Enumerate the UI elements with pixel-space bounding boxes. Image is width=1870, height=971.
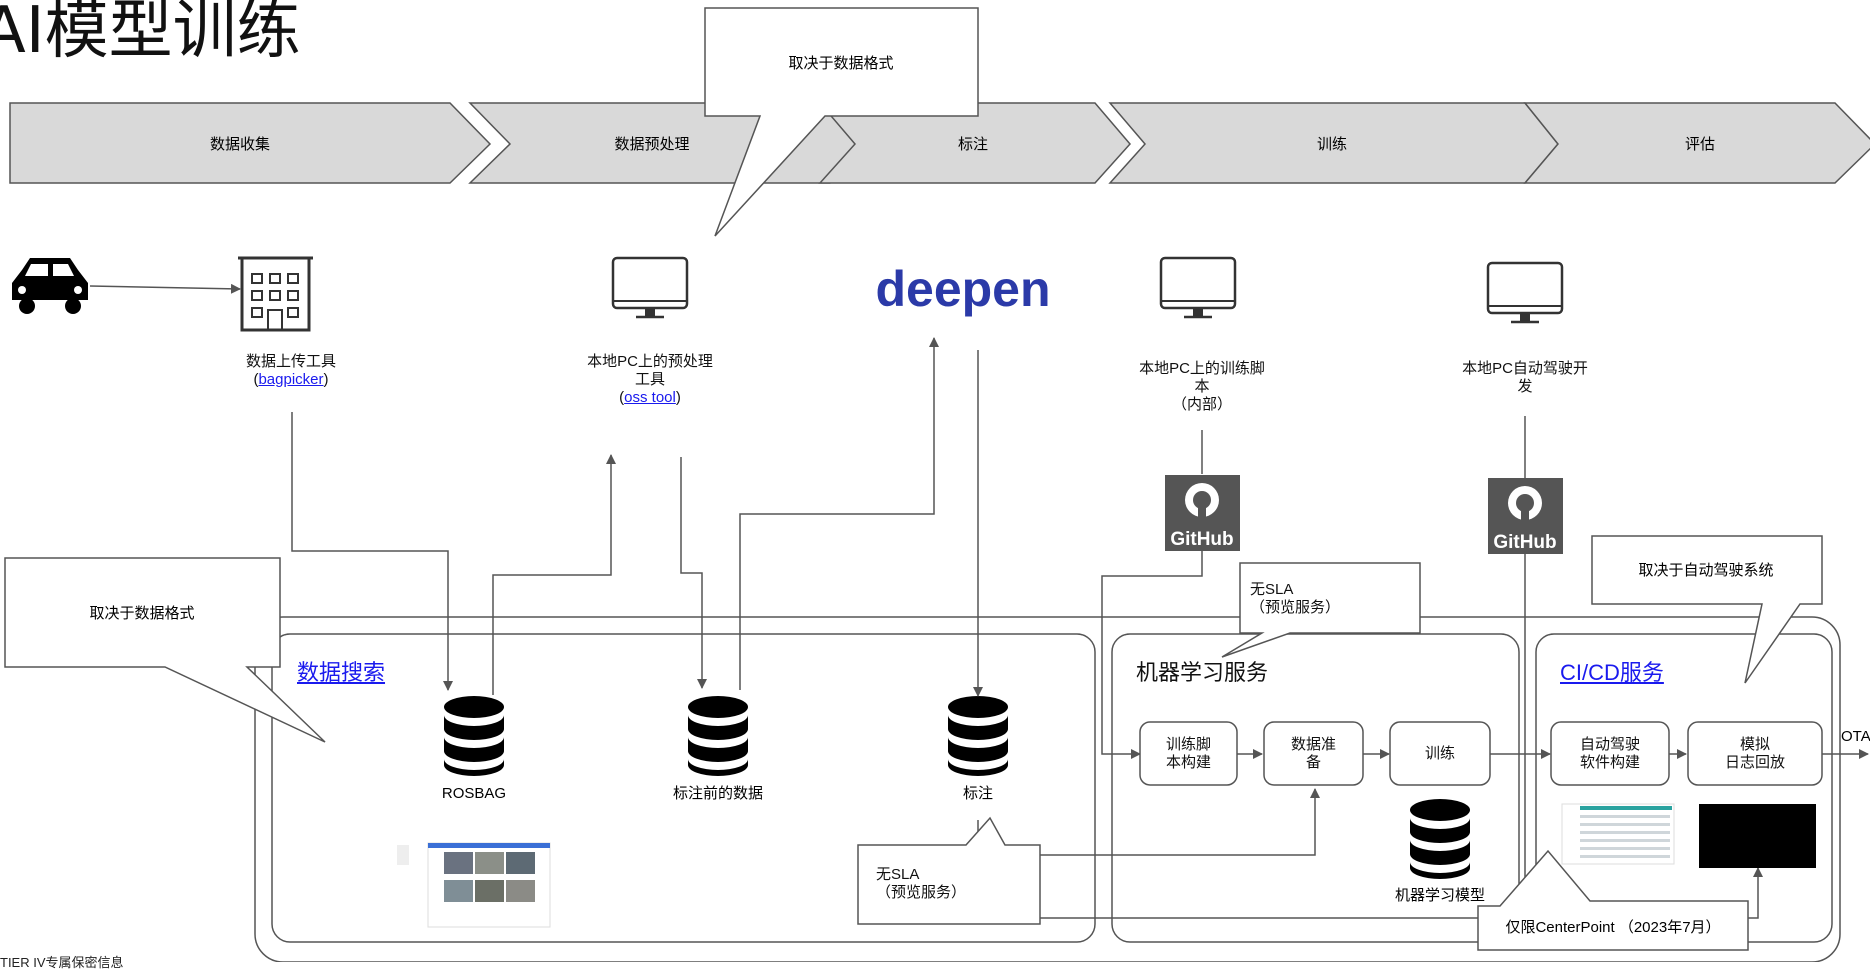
no-sla-annot-text: 无SLA （预览服务） [876,866,967,901]
db-label: 标注前的数据 [673,785,763,802]
github-text: GitHub [1493,532,1556,553]
callout-left-format [4,557,326,743]
ml-service-group [1111,633,1520,943]
car-to-upload-arrow [89,283,241,294]
ml-step-label: 训练 [1424,745,1455,762]
preproc-to-preannot-arrow [680,457,707,689]
upload-tool-label: 数据上传工具 (bagpicker) [245,353,336,388]
callout-text: 取决于自动驾驶系统 [1638,562,1773,579]
ml-model-db-icon [1410,799,1470,879]
data-search-link[interactable]: 数据搜索 [297,660,386,685]
addev-monitor-icon [1486,261,1564,324]
pre-annot-db-icon [688,696,748,776]
github-icon-train: GitHub [1165,475,1240,551]
callout-no-sla-annot [857,816,1041,925]
cicd-thumbnail [1561,803,1675,865]
preannot-to-deepen-arrow [739,337,939,690]
stage-chevrons: 数据收集 数据预处理 标注 训练 评估 [9,102,1870,184]
oss-tool-link[interactable]: oss tool [624,389,676,406]
cicd-step-box [1687,721,1823,786]
annot-to-prep-arrow [1040,788,1320,856]
outer-frame [254,616,1841,962]
stage-chevron [9,102,492,184]
deepen-logo: deepen [875,261,1050,317]
callout-text: 取决于数据格式 [788,55,893,72]
train-monitor-icon [1159,256,1237,319]
callout-centerpoint [1477,849,1749,951]
log-replay-thumbnail [1699,804,1816,868]
stage-label: 评估 [1685,136,1715,153]
preproc-monitor-icon [611,256,689,319]
db-label: ROSBAG [442,785,506,802]
ota-label: OTA [1841,728,1870,745]
ml-step-label: 数据准 备 [1290,736,1336,771]
callout-autodrive [1591,535,1823,684]
callout-top-format [704,7,979,237]
ad-dev-label: 本地PC自动驾驶开 发 [1462,360,1588,395]
cicd-step-label: 模拟 日志回放 [1724,736,1785,771]
ml-step-box [1389,721,1491,786]
stage-label: 训练 [1317,136,1347,153]
rosbag-to-preproc-arrow [492,454,616,695]
ml-step-box [1263,721,1364,786]
github-icon-addev: GitHub [1488,478,1563,554]
rosbag-db-icon [444,696,504,776]
annot-db-icon [948,696,1008,776]
car-icon [12,258,88,314]
callout-text: 仅限CenterPoint （2023年7月） [1505,919,1720,936]
db-label: 机器学习模型 [1395,887,1485,904]
callout-text: 取决于数据格式 [89,605,194,622]
cicd-step-label: 自动驾驶 软件构建 [1579,736,1640,771]
page-title: AI模型训练 [0,0,301,68]
upload-to-rosbag-arrow [291,412,453,691]
ml-service-title: 机器学习服务 [1136,660,1269,685]
db-label: 标注 [963,785,993,802]
building-icon [238,256,313,332]
bagpicker-link[interactable]: bagpicker [258,371,324,388]
centerpoint-line [1040,867,1763,919]
preproc-tool-label: 本地PC上的预处理 工具 (oss tool) [587,353,713,406]
data-search-group [271,633,1096,943]
stage-chevron [1523,102,1870,184]
cicd-link[interactable]: CI/CD服务 [1560,660,1664,685]
stage-label: 标注 [958,136,988,153]
cicd-step-box [1550,721,1670,786]
data-search-thumbnail [397,842,551,928]
callout-no-sla-ml [1221,562,1421,658]
github-text: GitHub [1170,529,1233,550]
ml-step-box [1139,721,1238,786]
train-script-label: 本地PC上的训练脚 本 （内部） [1139,360,1265,413]
github-train-to-build-arrow [1101,551,1203,759]
ml-step-label: 训练脚 本构建 [1165,736,1211,771]
stage-label: 数据收集 [210,136,270,153]
stage-chevron [818,102,1131,184]
no-sla-ml-text: 无SLA （预览服务） [1250,581,1341,616]
stage-label: 数据预处理 [614,136,689,153]
